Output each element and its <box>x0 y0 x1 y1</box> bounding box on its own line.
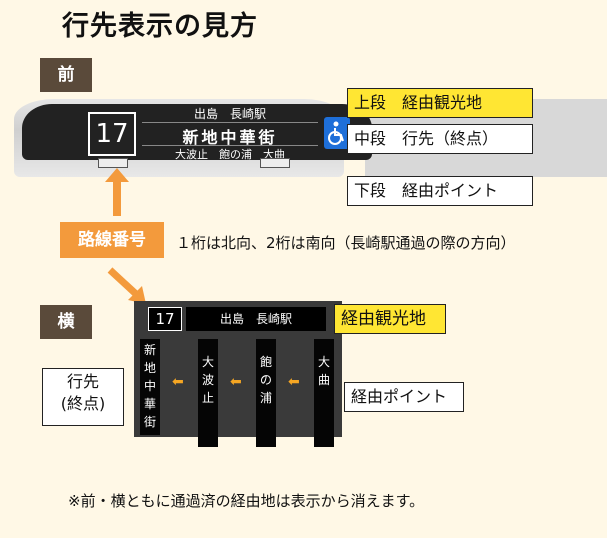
arrow-diagonal-icon <box>107 267 146 304</box>
label-sightseeing: 経由観光地 <box>334 304 446 334</box>
front-lower-line: 大波止 飽の浦 大曲 <box>175 148 285 161</box>
label-points: 経由ポイント <box>344 382 464 412</box>
wheelchair-icon <box>324 117 350 149</box>
front-route-number: 17 <box>88 112 136 156</box>
side-column-point-1: 大波止 <box>198 339 218 447</box>
side-column-point-3: 大曲 <box>314 339 334 447</box>
route-number-tag: 路線番号 <box>60 222 164 258</box>
page-title: 行先表示の見方 <box>62 11 258 42</box>
side-column-destination: 新地中華街 <box>140 339 160 435</box>
side-route-number: 17 <box>148 307 182 331</box>
side-upper-line: 出島 長崎駅 <box>186 307 326 331</box>
label-destination: 行先 (終点) <box>42 368 124 426</box>
label-middle: 中段 行先（終点） <box>347 124 533 154</box>
arrow-left-icon: ⬅ <box>172 374 184 390</box>
label-lower: 下段 経由ポイント <box>347 176 533 206</box>
label-destination-line2: (終点) <box>60 394 106 413</box>
front-upper-line: 出島 長崎駅 <box>193 107 266 121</box>
led-divider-1 <box>142 122 318 123</box>
route-number-note: １桁は北向、2桁は南向（長崎駅通過の際の方向） <box>176 234 516 252</box>
arrow-left-icon: ⬅ <box>288 374 300 390</box>
label-upper: 上段 経由観光地 <box>347 88 533 118</box>
front-tab: 前 <box>40 58 92 92</box>
footnote: ※前・横ともに通過済の経由地は表示から消えます。 <box>68 492 425 510</box>
arrow-left-icon: ⬅ <box>230 374 242 390</box>
led-divider-2 <box>142 145 318 146</box>
bus-front-display <box>22 104 372 160</box>
front-middle-line: 新地中華街 <box>182 128 278 147</box>
bus-light-right <box>260 158 290 168</box>
bus-light-left <box>98 158 128 168</box>
arrow-up-icon <box>105 168 129 216</box>
label-destination-line1: 行先 <box>66 372 99 391</box>
side-tab: 横 <box>40 305 92 339</box>
side-column-point-2: 飽の浦 <box>256 339 276 447</box>
